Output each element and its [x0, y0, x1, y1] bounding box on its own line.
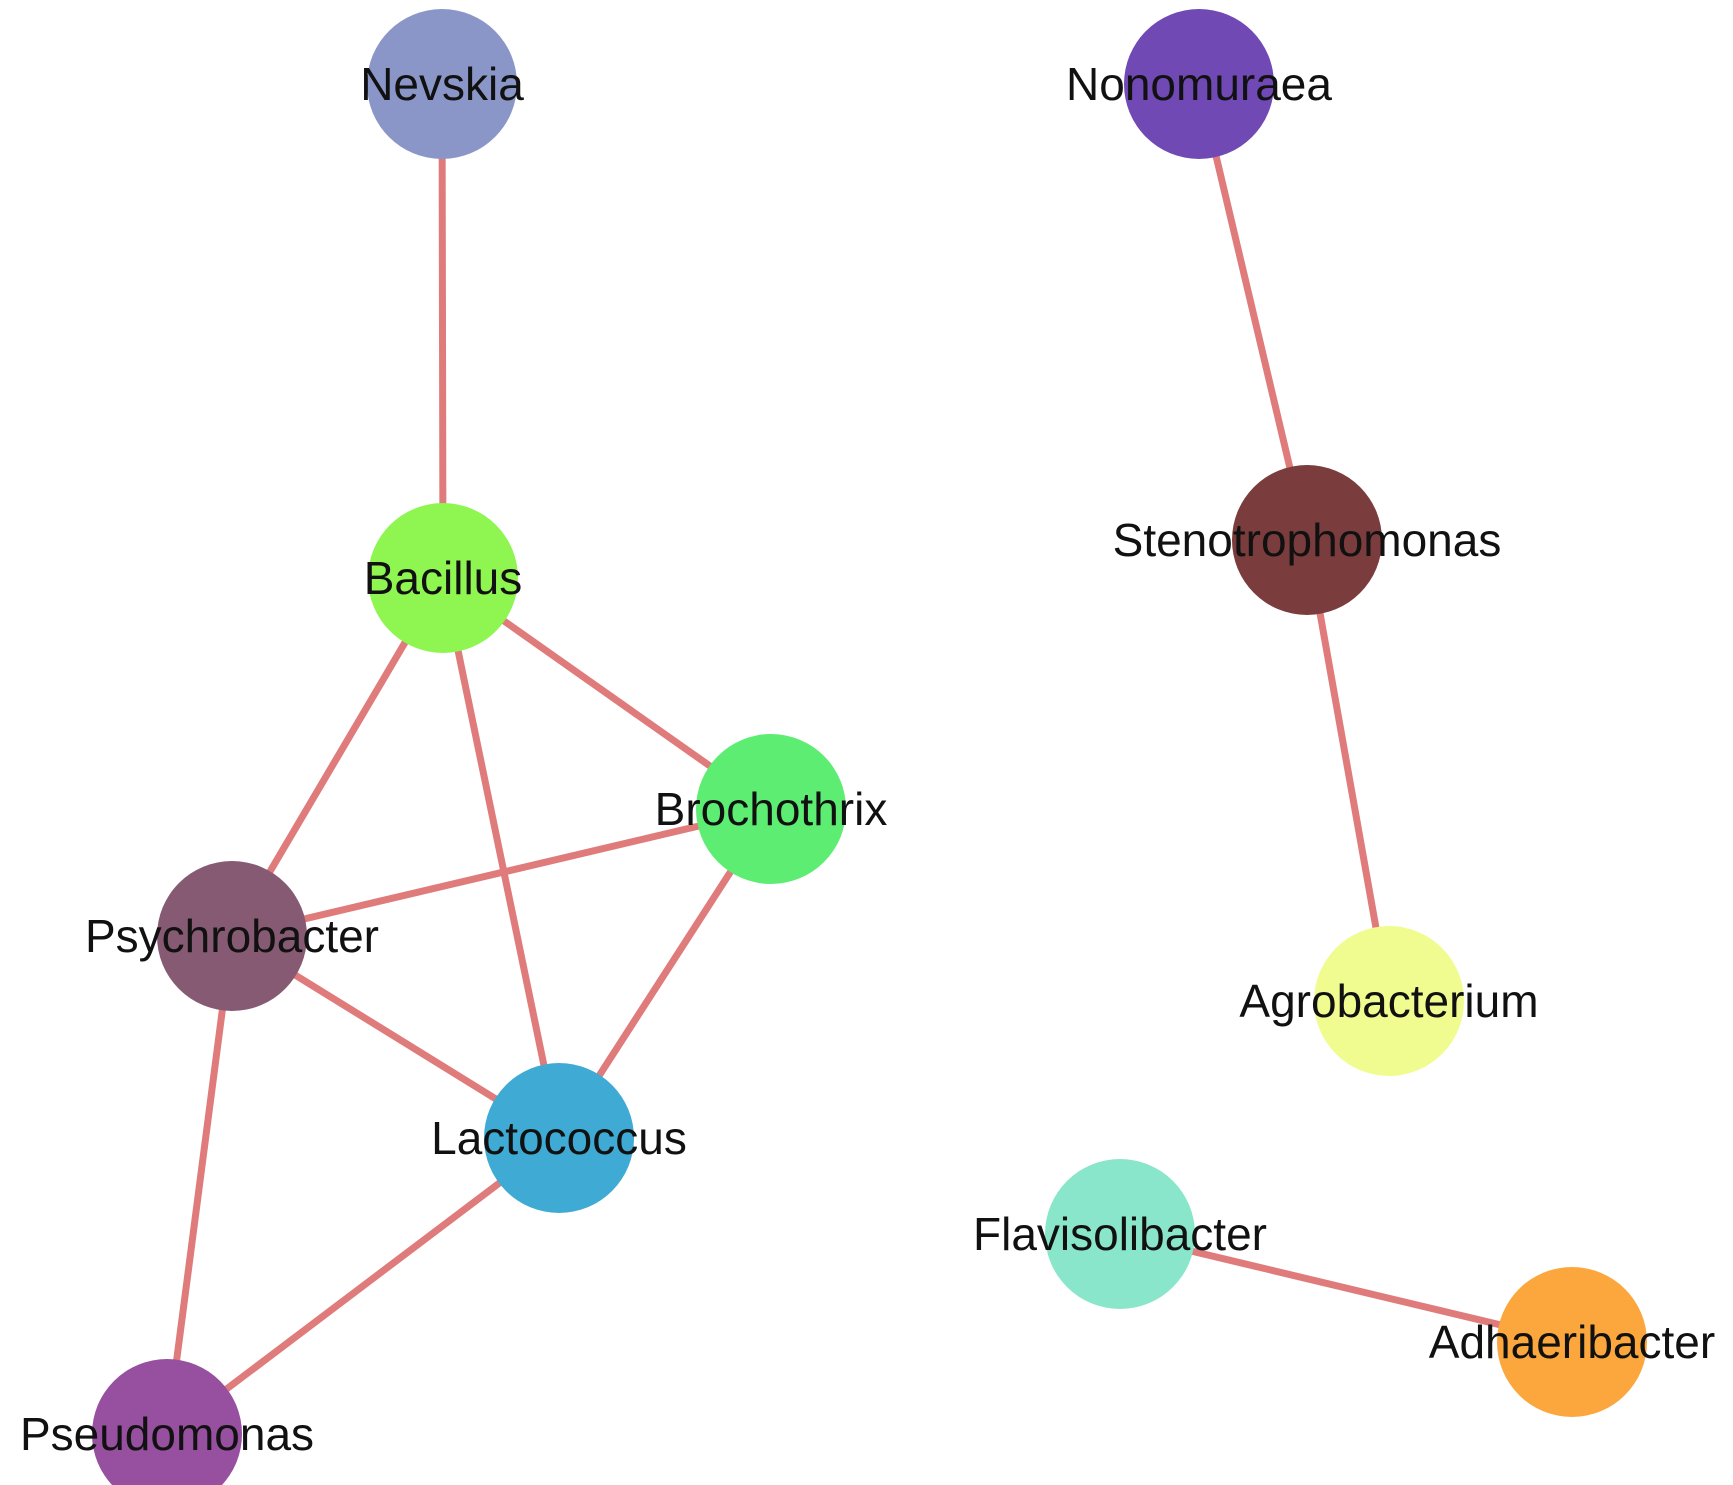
node-stenotrophomonas: Stenotrophomonas — [1113, 465, 1502, 615]
node-agrobacterium: Agrobacterium — [1239, 926, 1539, 1076]
node-label-bacillus: Bacillus — [364, 552, 523, 604]
node-flavisolibacter: Flavisolibacter — [973, 1159, 1267, 1309]
node-label-flavisolibacter: Flavisolibacter — [973, 1208, 1267, 1260]
node-circle-flavisolibacter — [1045, 1159, 1195, 1309]
edge-lactococcus-pseudomonas — [163, 1134, 563, 1438]
edge-stenotrophomonas-agrobacterium — [1303, 536, 1393, 1005]
edge-nonomuraea-stenotrophomonas — [1195, 80, 1311, 544]
edge-layer — [163, 80, 1576, 1438]
node-circle-pseudomonas — [92, 1359, 242, 1485]
node-layer: NevskiaBacillusBrochothrixPsychrobacterL… — [20, 9, 1715, 1485]
node-brochothrix: Brochothrix — [655, 734, 888, 884]
node-label-nevskia: Nevskia — [360, 58, 524, 110]
edge-brochothrix-psychrobacter — [228, 805, 775, 940]
node-label-lactococcus: Lactococcus — [431, 1112, 687, 1164]
edge-flavisolibacter-adhaeribacter — [1116, 1230, 1576, 1346]
edge-psychrobacter-pseudomonas — [163, 932, 236, 1438]
node-label-psychrobacter: Psychrobacter — [85, 910, 379, 962]
node-label-nonomuraea: Nonomuraea — [1066, 58, 1332, 110]
edge-bacillus-lactococcus — [439, 574, 563, 1142]
node-label-adhaeribacter: Adhaeribacter — [1429, 1316, 1715, 1368]
node-circle-brochothrix — [696, 734, 846, 884]
node-circle-psychrobacter — [157, 861, 307, 1011]
node-pseudomonas: Pseudomonas — [20, 1359, 314, 1485]
node-circle-adhaeribacter — [1497, 1267, 1647, 1417]
node-label-agrobacterium: Agrobacterium — [1239, 975, 1538, 1027]
node-adhaeribacter: Adhaeribacter — [1429, 1267, 1715, 1417]
node-psychrobacter: Psychrobacter — [85, 861, 379, 1011]
node-label-pseudomonas: Pseudomonas — [20, 1408, 314, 1460]
node-circle-agrobacterium — [1314, 926, 1464, 1076]
node-label-stenotrophomonas: Stenotrophomonas — [1113, 514, 1502, 566]
node-nevskia: Nevskia — [360, 9, 524, 159]
node-circle-stenotrophomonas — [1232, 465, 1382, 615]
node-nonomuraea: Nonomuraea — [1066, 9, 1332, 159]
node-lactococcus: Lactococcus — [431, 1063, 687, 1213]
edge-nevskia-bacillus — [438, 80, 447, 582]
node-label-brochothrix: Brochothrix — [655, 783, 888, 835]
node-circle-lactococcus — [484, 1063, 634, 1213]
node-circle-bacillus — [368, 503, 518, 653]
node-circle-nonomuraea — [1124, 9, 1274, 159]
node-circle-nevskia — [367, 9, 517, 159]
node-bacillus: Bacillus — [364, 503, 523, 653]
